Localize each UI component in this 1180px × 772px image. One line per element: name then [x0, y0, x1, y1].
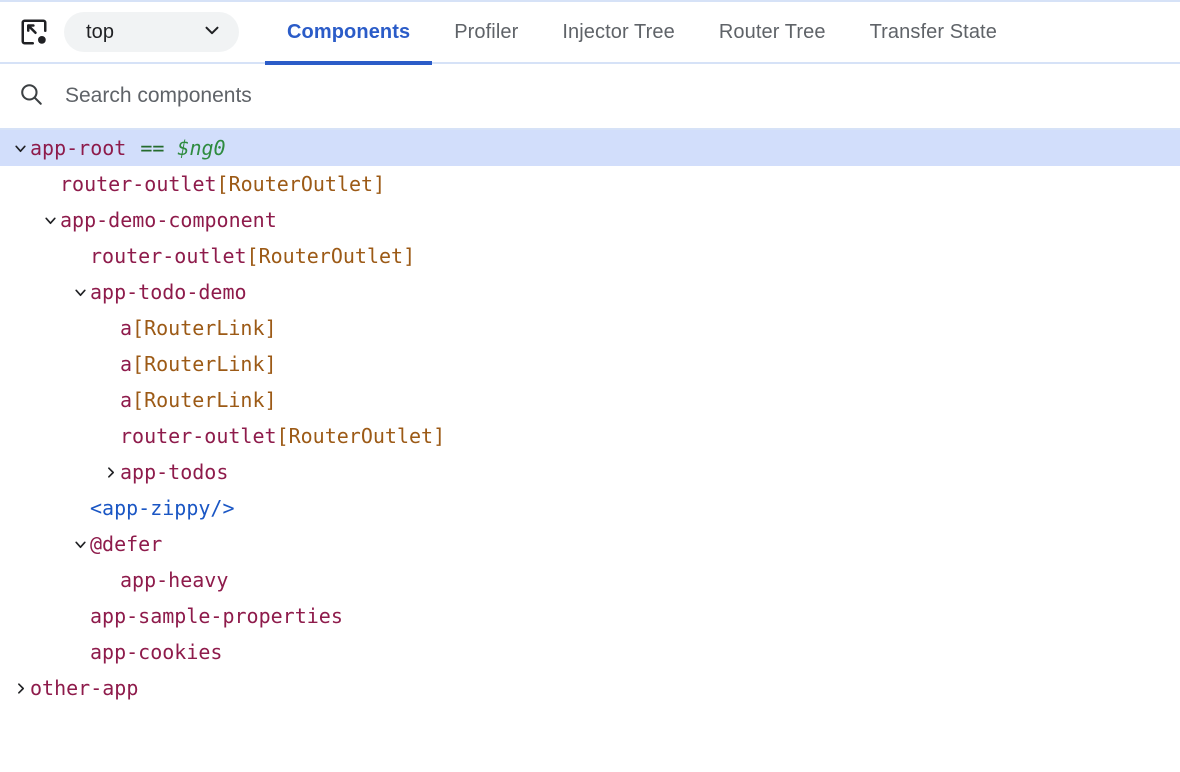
tree-node-label: a[RouterLink] [120, 346, 277, 382]
tree-node-directive: [RouterLink] [132, 352, 277, 376]
tree-node[interactable]: app-todo-demo [0, 274, 1180, 310]
tree-node-label: router-outlet[RouterOutlet] [60, 166, 385, 202]
tree-node-name: app-sample-properties [90, 604, 343, 628]
tree-node-directive: [RouterLink] [132, 316, 277, 340]
inspect-element-icon[interactable] [14, 12, 54, 52]
search-input[interactable] [44, 83, 1180, 109]
tab-transfer-state[interactable]: Transfer State [848, 2, 1019, 63]
chevron-down-icon [201, 19, 223, 46]
tree-node[interactable]: <app-zippy/> [0, 490, 1180, 526]
chevron-down-icon[interactable] [10, 142, 30, 155]
tree-node[interactable]: app-demo-component [0, 202, 1180, 238]
twisty-spacer [100, 394, 120, 407]
tree-node-name: router-outlet [120, 424, 277, 448]
twisty-spacer [100, 322, 120, 335]
chevron-right-icon[interactable] [100, 466, 120, 479]
tree-node-name: app-cookies [90, 640, 223, 664]
tree-node[interactable]: router-outlet[RouterOutlet] [0, 418, 1180, 454]
tree-node[interactable]: a[RouterLink] [0, 382, 1180, 418]
tree-node[interactable]: router-outlet[RouterOutlet] [0, 238, 1180, 274]
tree-node-name: router-outlet [90, 244, 247, 268]
tree-node[interactable]: a[RouterLink] [0, 346, 1180, 382]
toolbar: top Components Profiler Injector Tree Ro… [0, 2, 1180, 65]
tree-node-name: app-heavy [120, 568, 229, 592]
tab-components[interactable]: Components [265, 2, 433, 65]
tree-node[interactable]: other-app [0, 670, 1180, 706]
tree-node-name: router-outlet [60, 172, 217, 196]
tree-node-label: router-outlet[RouterOutlet] [90, 238, 415, 274]
chevron-right-icon[interactable] [10, 682, 30, 695]
chevron-down-icon[interactable] [40, 214, 60, 227]
tree-node[interactable]: app-sample-properties [0, 598, 1180, 634]
tree-node-name: app-root [30, 136, 127, 160]
tree-node-ng-reference: $ng0 [177, 136, 226, 160]
twisty-spacer [70, 610, 90, 623]
tab-router-tree[interactable]: Router Tree [697, 2, 848, 63]
tree-node-name: app-todos [120, 460, 229, 484]
search-icon [18, 81, 44, 112]
twisty-spacer [100, 430, 120, 443]
chevron-down-icon[interactable] [70, 538, 90, 551]
tree-node-label: <app-zippy/> [90, 490, 235, 526]
tree-node-equals: == [140, 136, 165, 160]
twisty-spacer [100, 574, 120, 587]
tree-node-label: app-demo-component [60, 202, 277, 238]
tree-node-name: <app-zippy/> [90, 496, 235, 520]
tree-node-label: app-heavy [120, 562, 228, 598]
twisty-spacer [70, 250, 90, 263]
tree-node-label: @defer [90, 526, 162, 562]
tree-node-label: a[RouterLink] [120, 310, 277, 346]
tree-node[interactable]: @defer [0, 526, 1180, 562]
tree-node-label: app-todo-demo [90, 274, 247, 310]
tree-node-label: app-sample-properties [90, 598, 343, 634]
frame-select-value: top [86, 20, 115, 43]
tree-node-label: app-cookies [90, 634, 222, 670]
twisty-spacer [70, 646, 90, 659]
tree-node[interactable]: app-todos [0, 454, 1180, 490]
twisty-spacer [40, 178, 60, 191]
tree-node-label: app-todos [120, 454, 228, 490]
tree-node-label: app-root == $ng0 [30, 130, 226, 166]
tree-node-directive: [RouterOutlet] [276, 424, 446, 448]
tree-node[interactable]: a[RouterLink] [0, 310, 1180, 346]
tree-node-label: a[RouterLink] [120, 382, 277, 418]
search-bar [0, 64, 1180, 130]
tree-node-name: a [120, 316, 133, 340]
twisty-spacer [70, 502, 90, 515]
tree-node-name: a [120, 388, 133, 412]
tree-node-directive: [RouterLink] [132, 388, 277, 412]
tree-node[interactable]: app-heavy [0, 562, 1180, 598]
tab-injector-tree[interactable]: Injector Tree [540, 2, 696, 63]
tree-node-label: other-app [30, 670, 138, 706]
tree-node-label: router-outlet[RouterOutlet] [120, 418, 445, 454]
tree-node-directive: [RouterOutlet] [246, 244, 416, 268]
chevron-down-icon[interactable] [70, 286, 90, 299]
tree-node-name: other-app [30, 676, 139, 700]
tree-node-name: app-demo-component [60, 208, 277, 232]
tree-node[interactable]: app-root == $ng0 [0, 130, 1180, 166]
tree-node-name: a [120, 352, 133, 376]
tree-node-name: @defer [90, 532, 163, 556]
tree-node-name: app-todo-demo [90, 280, 247, 304]
tab-profiler[interactable]: Profiler [432, 2, 540, 63]
tree-node[interactable]: app-cookies [0, 634, 1180, 670]
tree-node[interactable]: router-outlet[RouterOutlet] [0, 166, 1180, 202]
tab-bar: Components Profiler Injector Tree Router… [265, 2, 1180, 65]
twisty-spacer [100, 358, 120, 371]
frame-select[interactable]: top [64, 12, 239, 52]
tree-node-directive: [RouterOutlet] [216, 172, 386, 196]
